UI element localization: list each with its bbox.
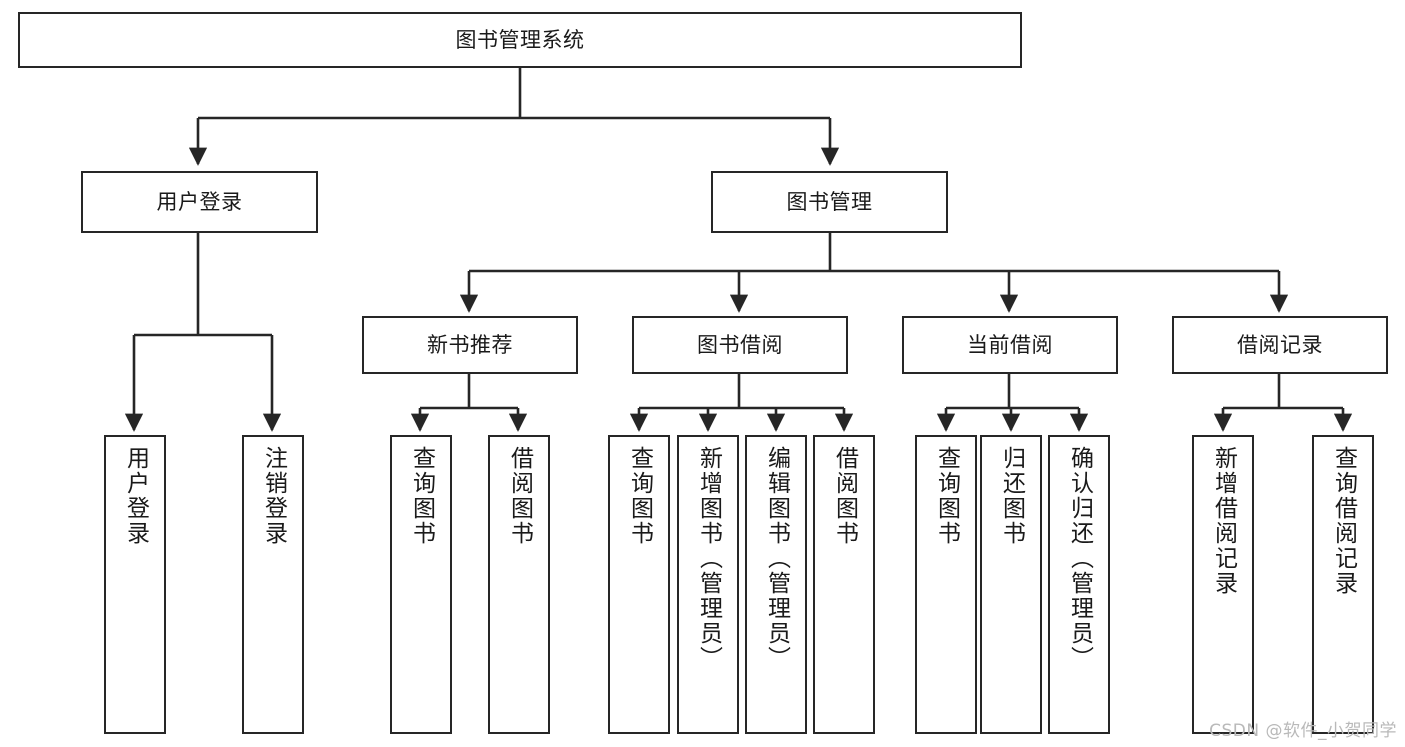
node-current-borrow[interactable]: 当前借阅	[902, 316, 1118, 374]
node-leaf-borrow-book-rec-label: 借阅图书	[506, 446, 533, 546]
node-new-book-rec[interactable]: 新书推荐	[362, 316, 578, 374]
node-new-book-rec-label: 新书推荐	[427, 332, 513, 357]
node-leaf-user-login[interactable]: 用户登录	[104, 435, 166, 734]
node-leaf-query-book-rec[interactable]: 查询图书	[390, 435, 452, 734]
node-current-borrow-label: 当前借阅	[967, 332, 1053, 357]
node-leaf-query-book[interactable]: 查询图书	[608, 435, 670, 734]
node-user-login[interactable]: 用户登录	[81, 171, 318, 233]
node-leaf-user-login-label: 用户登录	[122, 446, 149, 546]
node-leaf-add-borrow-record-label: 新增借阅记录	[1210, 446, 1237, 596]
node-leaf-borrow-book-label: 借阅图书	[831, 446, 858, 546]
node-root-label: 图书管理系统	[455, 27, 585, 52]
node-leaf-query-book-current-label: 查询图书	[933, 446, 960, 546]
node-leaf-confirm-return-admin-label: 确认归还（管理员）	[1066, 446, 1093, 671]
node-book-borrow[interactable]: 图书借阅	[632, 316, 848, 374]
node-borrow-record-label: 借阅记录	[1237, 332, 1323, 357]
node-leaf-add-book-admin-label: 新增图书（管理员）	[695, 446, 722, 671]
node-leaf-logout-label: 注销登录	[260, 446, 287, 546]
node-leaf-query-book-label: 查询图书	[626, 446, 653, 546]
node-borrow-record[interactable]: 借阅记录	[1172, 316, 1388, 374]
node-book-borrow-label: 图书借阅	[697, 332, 783, 357]
node-leaf-edit-book-admin-label: 编辑图书（管理员）	[763, 446, 790, 671]
node-user-login-label: 用户登录	[156, 189, 243, 214]
node-leaf-add-borrow-record[interactable]: 新增借阅记录	[1192, 435, 1254, 734]
node-book-admin-label: 图书管理	[786, 189, 873, 214]
node-leaf-query-book-rec-label: 查询图书	[408, 446, 435, 546]
node-leaf-query-book-current[interactable]: 查询图书	[915, 435, 977, 734]
node-leaf-add-book-admin[interactable]: 新增图书（管理员）	[677, 435, 739, 734]
node-leaf-query-borrow-record-label: 查询借阅记录	[1330, 446, 1357, 596]
node-leaf-return-book[interactable]: 归还图书	[980, 435, 1042, 734]
node-leaf-confirm-return-admin[interactable]: 确认归还（管理员）	[1048, 435, 1110, 734]
node-book-admin[interactable]: 图书管理	[711, 171, 948, 233]
node-leaf-edit-book-admin[interactable]: 编辑图书（管理员）	[745, 435, 807, 734]
node-leaf-return-book-label: 归还图书	[998, 446, 1025, 546]
node-leaf-logout[interactable]: 注销登录	[242, 435, 304, 734]
node-root[interactable]: 图书管理系统	[18, 12, 1022, 68]
node-leaf-query-borrow-record[interactable]: 查询借阅记录	[1312, 435, 1374, 734]
node-leaf-borrow-book[interactable]: 借阅图书	[813, 435, 875, 734]
node-leaf-borrow-book-rec[interactable]: 借阅图书	[488, 435, 550, 734]
